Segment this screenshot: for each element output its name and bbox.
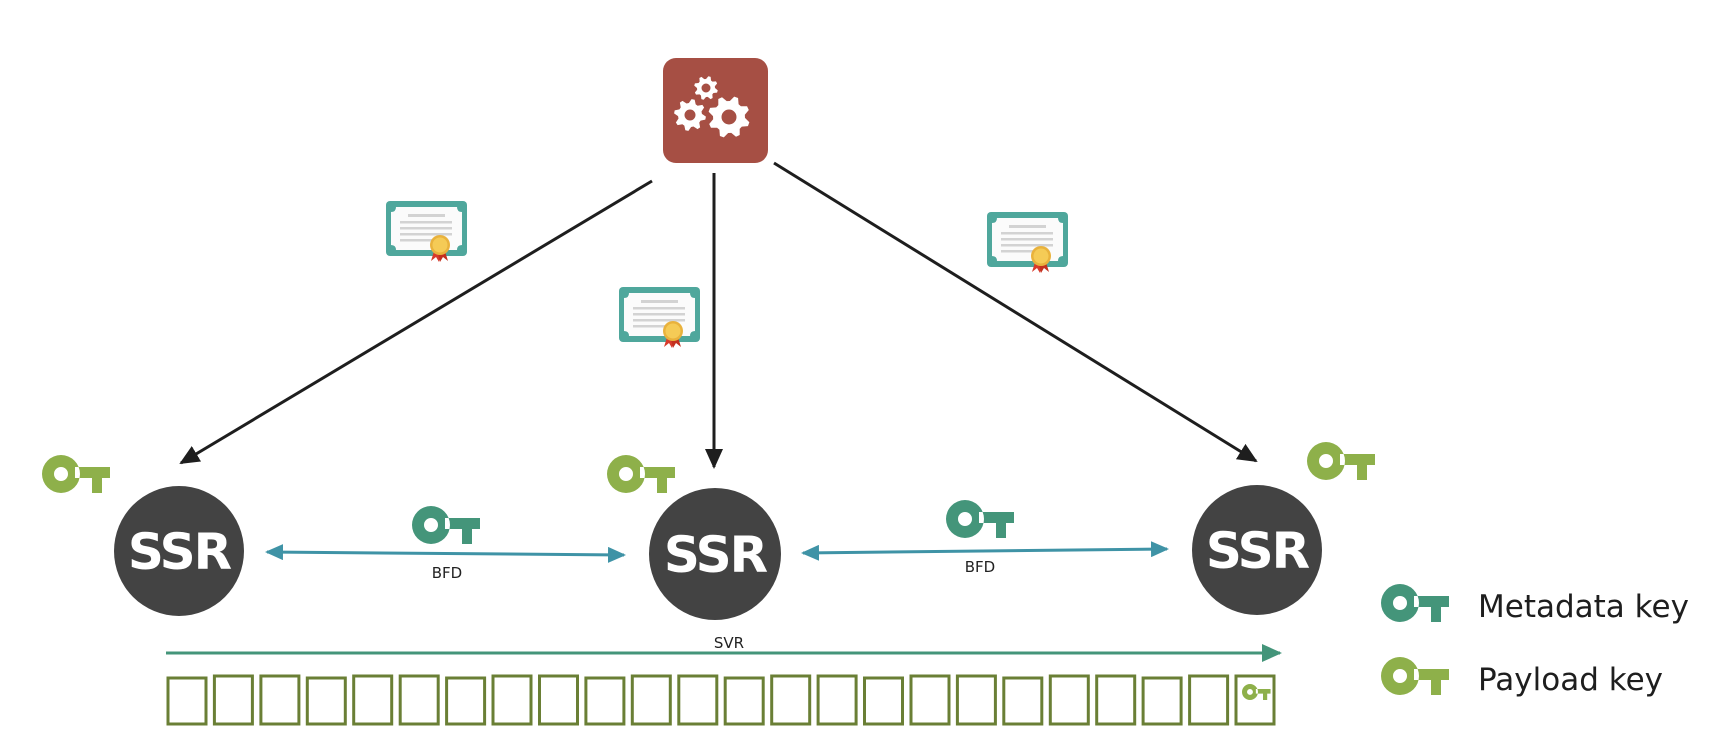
packet-segment bbox=[1095, 674, 1137, 726]
packet-segments bbox=[166, 674, 1276, 726]
gears-icon bbox=[674, 76, 750, 138]
packet-segment bbox=[259, 674, 301, 726]
payload-key-icon bbox=[1307, 442, 1375, 480]
cert-arrow-left bbox=[179, 179, 653, 465]
packet-segment bbox=[1188, 674, 1230, 726]
packet-segment bbox=[1141, 676, 1183, 726]
router-middle[interactable]: SSR bbox=[649, 488, 781, 620]
packet-segment bbox=[863, 676, 904, 726]
packet-segment bbox=[398, 674, 440, 726]
certificate-icon bbox=[987, 212, 1068, 273]
router-circle bbox=[1192, 485, 1322, 615]
packet-segment bbox=[445, 676, 487, 726]
router-label: SSR bbox=[664, 526, 768, 584]
bfd-link-left-middle bbox=[265, 544, 626, 563]
packet-segment bbox=[352, 674, 394, 726]
packet-segment bbox=[955, 674, 997, 726]
legend: Metadata key Payload key bbox=[1381, 584, 1689, 698]
metadata-key-icon bbox=[946, 500, 1014, 538]
controller-node[interactable] bbox=[663, 58, 768, 163]
legend-label: Metadata key bbox=[1478, 589, 1689, 625]
gear-icon bbox=[708, 96, 750, 138]
router-label: SSR bbox=[1206, 522, 1310, 580]
router-left[interactable]: SSR bbox=[114, 486, 244, 616]
bfd-label: BFD bbox=[432, 564, 462, 582]
packet-segment bbox=[584, 676, 626, 726]
metadata-key-icon bbox=[412, 506, 480, 544]
gear-icon bbox=[694, 76, 718, 100]
bfd-link-middle-right bbox=[801, 541, 1169, 561]
packet-segment bbox=[212, 674, 254, 726]
packet-segment bbox=[491, 674, 533, 726]
packet-segment bbox=[909, 674, 951, 726]
legend-item-metadata-key: Metadata key bbox=[1381, 584, 1689, 625]
packet-segment bbox=[770, 674, 812, 726]
packet-segment bbox=[1002, 676, 1044, 726]
packet-segment bbox=[1234, 674, 1276, 726]
packet-segment bbox=[677, 674, 719, 726]
packet-segment bbox=[723, 676, 765, 726]
metadata-key-icon bbox=[1381, 584, 1449, 622]
certificate-icon bbox=[386, 201, 467, 262]
router-circle bbox=[649, 488, 781, 620]
packet-segment bbox=[305, 676, 347, 726]
certificate-icon bbox=[619, 287, 700, 348]
legend-item-payload-key: Payload key bbox=[1381, 657, 1663, 698]
router-right[interactable]: SSR bbox=[1192, 485, 1322, 615]
payload-key-icon bbox=[42, 455, 110, 493]
packet-segment bbox=[166, 676, 208, 726]
payload-key-icon bbox=[1381, 657, 1449, 695]
legend-label: Payload key bbox=[1478, 662, 1663, 698]
svr-label: SVR bbox=[714, 634, 744, 652]
payload-key-icon bbox=[1242, 684, 1271, 700]
bfd-label: BFD bbox=[965, 558, 995, 576]
router-label: SSR bbox=[128, 523, 232, 581]
packet-segment bbox=[1048, 674, 1090, 726]
gear-icon bbox=[674, 99, 706, 131]
payload-key-icon bbox=[607, 455, 675, 493]
packet-segment bbox=[816, 674, 858, 726]
cert-arrow-right bbox=[773, 161, 1258, 463]
packet-segment bbox=[538, 674, 579, 726]
router-circle bbox=[114, 486, 244, 616]
packet-segment bbox=[630, 674, 672, 726]
